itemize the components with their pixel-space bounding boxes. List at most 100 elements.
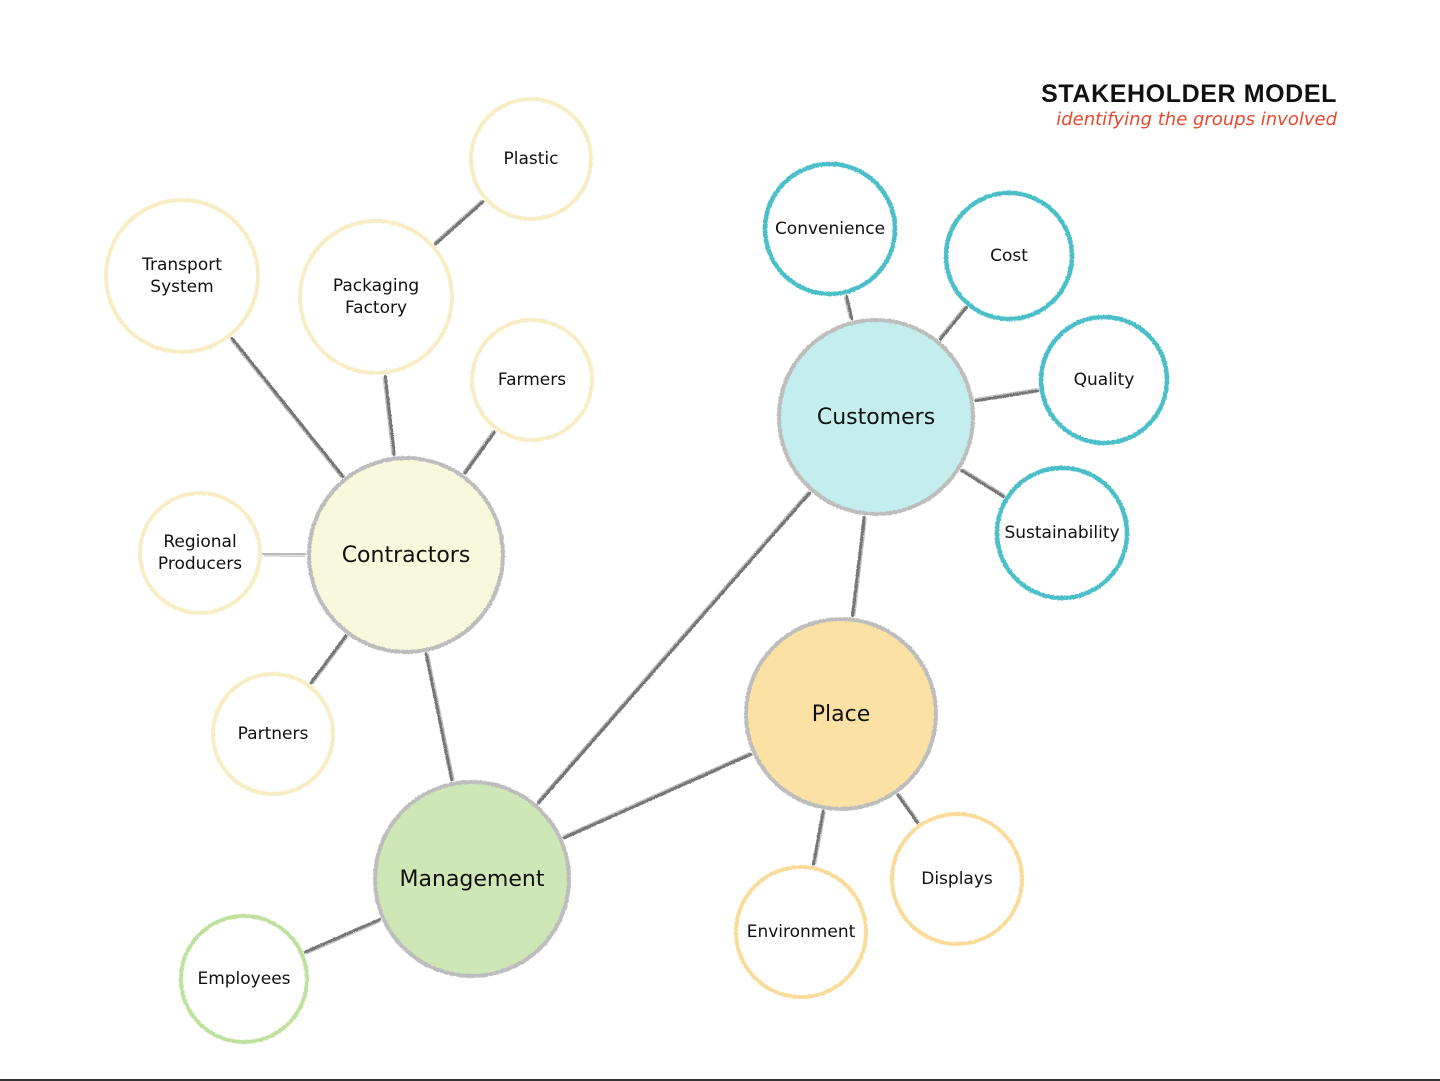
node-convenience: Convenience (762, 161, 898, 297)
edge-management-place (562, 752, 753, 840)
node-label-line-farmers-1: Farmers (498, 370, 566, 390)
node-label-line-management-1: Management (400, 867, 545, 892)
edge-packaging-factory-plastic (434, 199, 485, 246)
node-label-line-partners-1: Partners (238, 724, 309, 744)
edge-management-customers (536, 491, 812, 805)
node-label-line-regional-producers-2: Producers (158, 554, 242, 574)
edge-customers-cost (938, 306, 968, 341)
node-label-quality: Quality (1074, 370, 1135, 390)
node-label-line-quality-1: Quality (1074, 370, 1135, 390)
node-management: Management (373, 780, 571, 978)
edge-customers-quality (974, 389, 1040, 403)
edge-texture-customers-convenience (843, 296, 851, 320)
edge-management-employees (303, 917, 382, 954)
edge-texture-customers-sustainability (962, 468, 1005, 496)
edges-layer (229, 199, 1040, 955)
edge-texture-management-place (563, 751, 750, 837)
node-label-line-environment-1: Environment (747, 922, 856, 942)
edge-texture-management-customers (536, 491, 809, 802)
edge-contractors-packaging-factory (383, 374, 396, 457)
node-circle-regional-producers (138, 491, 262, 615)
node-employees: Employees (179, 914, 309, 1044)
node-circle-place (744, 617, 938, 811)
edge-texture-customers-cost (938, 305, 966, 339)
bottom-divider (0, 1079, 1440, 1081)
node-label-line-transport-system-2: System (150, 277, 213, 297)
edge-texture-customers-quality (975, 387, 1038, 400)
node-farmers: Farmers (470, 318, 594, 442)
node-circle-employees (179, 914, 309, 1044)
node-label-line-place-1: Place (812, 702, 871, 727)
node-label-contractors: Contractors (342, 543, 471, 568)
node-contractors: Contractors (307, 456, 505, 654)
node-circle-transport-system (104, 198, 260, 354)
edge-contractors-transport-system (230, 336, 345, 478)
edge-texture-contractors-management (427, 653, 455, 780)
node-place: Place (744, 617, 938, 811)
node-environment: Environment (734, 865, 868, 999)
node-label-employees: Employees (197, 969, 290, 989)
title-block: STAKEHOLDER MODEL identifying the groups… (1041, 78, 1337, 132)
page-title: STAKEHOLDER MODEL (1041, 80, 1337, 108)
node-displays: Displays (890, 812, 1024, 946)
node-label-farmers: Farmers (498, 370, 566, 390)
node-label-sustainability: Sustainability (1004, 523, 1119, 543)
node-circle-environment (734, 865, 868, 999)
edge-texture-contractors-transport-system (229, 339, 342, 478)
edge-texture-customers-place (854, 517, 867, 617)
node-circle-farmers (470, 318, 594, 442)
edge-place-environment (811, 809, 825, 866)
node-label-line-cost-1: Cost (990, 246, 1028, 266)
node-circle-cost (943, 190, 1075, 322)
edge-texture-place-displays (899, 793, 920, 822)
node-plastic: Plastic (469, 97, 593, 221)
node-label-place: Place (812, 702, 871, 727)
node-label-line-packaging-factory-1: Packaging (333, 276, 419, 296)
node-label-line-plastic-1: Plastic (504, 149, 559, 169)
edge-contractors-management (424, 652, 454, 782)
edge-customers-sustainability (960, 468, 1006, 499)
node-label-line-transport-system-1: Transport (141, 255, 222, 275)
node-circle-sustainability (994, 465, 1130, 601)
node-circle-partners (211, 672, 335, 796)
node-cost: Cost (943, 190, 1075, 322)
edge-texture-contractors-partners (312, 637, 349, 685)
node-partners: Partners (211, 672, 335, 796)
edge-texture-contractors-farmers (462, 430, 494, 473)
page-subtitle: identifying the groups involved (1056, 109, 1337, 130)
edge-texture-management-employees (306, 921, 381, 955)
node-circle-displays (890, 812, 1024, 946)
edge-texture-packaging-factory-plastic (433, 199, 483, 243)
edge-texture-place-environment (815, 811, 826, 865)
node-label-environment: Environment (747, 922, 856, 942)
node-label-line-displays-1: Displays (921, 869, 993, 889)
node-circle-customers (777, 318, 975, 516)
node-label-partners: Partners (238, 724, 309, 744)
edge-place-displays (896, 793, 919, 825)
node-label-line-customers-1: Customers (817, 405, 935, 430)
node-quality: Quality (1038, 314, 1170, 446)
node-customers: Customers (777, 318, 975, 516)
node-circle-packaging-factory (298, 219, 454, 375)
node-label-line-sustainability-1: Sustainability (1004, 523, 1119, 543)
node-circle-quality (1038, 314, 1170, 446)
node-circle-plastic (469, 97, 593, 221)
node-circle-contractors (307, 456, 505, 654)
node-label-line-contractors-1: Contractors (342, 543, 471, 568)
node-label-cost: Cost (990, 246, 1028, 266)
node-circle-convenience (762, 161, 898, 297)
edge-contractors-farmers (463, 430, 497, 475)
edge-contractors-partners (309, 634, 348, 685)
node-label-convenience: Convenience (775, 219, 885, 239)
node-circle-management (373, 780, 571, 978)
node-label-line-employees-1: Employees (197, 969, 290, 989)
node-label-management: Management (400, 867, 545, 892)
node-label-customers: Customers (817, 405, 935, 430)
